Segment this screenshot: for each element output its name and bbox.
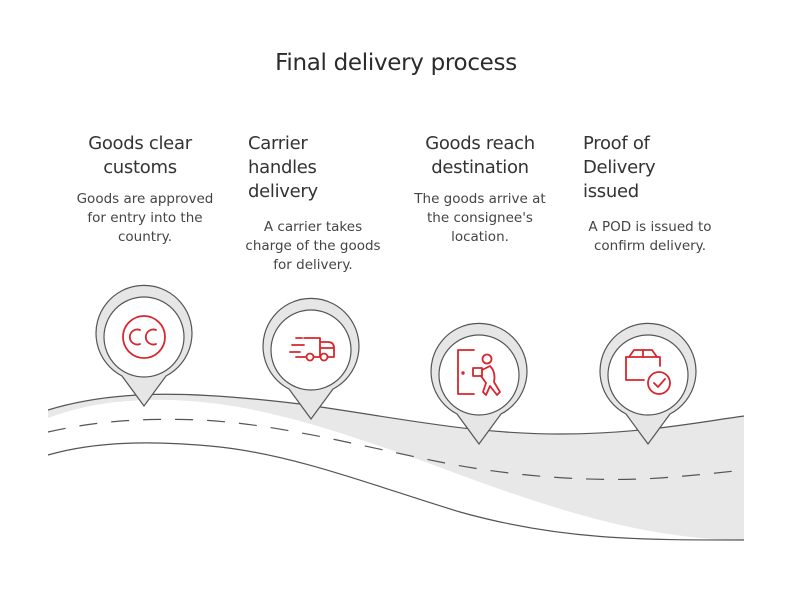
cc-customs-icon	[122, 315, 166, 359]
step-3-title: Goods reach destination	[425, 133, 535, 178]
step-2-title: Carrier handles delivery	[248, 133, 318, 202]
person-delivering-box-icon	[457, 349, 501, 396]
step-1-title: Goods clear customs	[88, 133, 192, 178]
road-center-dashes	[47, 418, 745, 481]
step-4-text: Proof of Delivery issued A POD is issued…	[570, 132, 730, 256]
step-3-description: The goods arrive at the consignee's loca…	[414, 191, 546, 245]
road	[48, 394, 744, 540]
step-2-text: Carrier handles delivery A carrier takes…	[238, 132, 388, 275]
step-1-description: Goods are approved for entry into the co…	[76, 191, 214, 245]
fast-delivery-truck-icon	[289, 337, 335, 362]
box-checkmark-icon	[625, 349, 671, 395]
pin-1	[95, 284, 193, 408]
step-3-text: Goods reach destination The goods arrive…	[400, 132, 560, 247]
step-2-description: A carrier takes charge of the goods for …	[245, 219, 381, 273]
step-4-title: Proof of Delivery issued	[583, 133, 656, 202]
road-bottom-edge	[47, 442, 745, 541]
pin-3	[430, 322, 528, 446]
step-4-description: A POD is issued to confirm delivery.	[588, 219, 712, 254]
diagram-title: Final delivery process	[275, 50, 517, 76]
pin-2	[262, 297, 360, 421]
step-1-text: Goods clear customs Goods are approved f…	[65, 132, 225, 247]
